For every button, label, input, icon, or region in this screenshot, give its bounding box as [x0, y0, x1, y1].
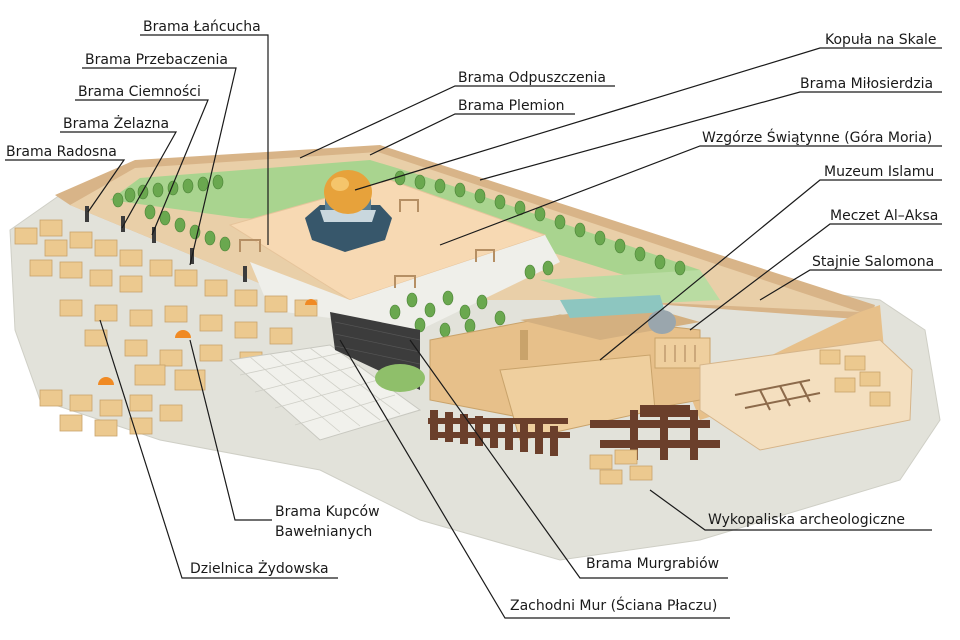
- leader-meczet: [689, 223, 942, 331]
- label-meczet-al-aksa: Meczet Al–Aksa: [830, 208, 938, 224]
- label-zachodni-mur: Zachodni Mur (Ściana Płaczu): [510, 596, 717, 614]
- label-stajnie-salomona: Stajnie Salomona: [812, 254, 934, 270]
- label-brama-zelazna: Brama Żelazna: [63, 114, 169, 132]
- leader-brama-ciemnosci: [75, 99, 209, 236]
- label-brama-plemion: Brama Plemion: [458, 98, 565, 114]
- label-brama-kupcow-line2: Bawełnianych: [275, 524, 372, 540]
- label-brama-ciemnosci: Brama Ciemności: [78, 84, 201, 100]
- leader-murgrabiow: [409, 339, 728, 579]
- leader-muzeum: [599, 179, 942, 361]
- excavation-blocks: [589, 449, 653, 485]
- leader-zachodni-mur: [339, 339, 730, 619]
- label-brama-odpuszczenia: Brama Odpuszczenia: [458, 70, 606, 86]
- leader-brama-radosna: [5, 159, 126, 213]
- labels: Brama Łańcucha Brama Przebaczenia Brama …: [6, 19, 938, 614]
- leader-brama-lancucha: [140, 34, 269, 245]
- leader-brama-plemion: [369, 113, 575, 156]
- label-kopula-na-skale: Kopuła na Skale: [825, 32, 937, 48]
- leader-stajnie: [759, 269, 942, 301]
- label-brama-lancucha: Brama Łańcucha: [143, 19, 261, 35]
- tree-row: [112, 170, 686, 338]
- jewish-quarter-blocks: [14, 219, 318, 437]
- leader-brama-przebaczenia: [82, 67, 237, 266]
- solomon-stables: [699, 339, 913, 451]
- leader-brama-milosierdzia: [479, 91, 942, 181]
- leader-wzgorze: [439, 145, 942, 246]
- quarter-domes: [98, 299, 317, 385]
- leader-brama-zelazna: [60, 131, 178, 229]
- label-wykopaliska: Wykopaliska archeologiczne: [708, 512, 905, 528]
- leader-dzielnica: [99, 319, 338, 579]
- green-mound: [375, 364, 425, 392]
- leader-wykopaliska: [649, 489, 932, 531]
- label-brama-milosierdzia: Brama Miłosierdzia: [800, 76, 933, 92]
- leader-lines: [5, 34, 942, 619]
- leader-brama-odpuszczenia: [299, 85, 615, 159]
- label-dzielnica-zydowska: Dzielnica Żydowska: [190, 559, 329, 577]
- western-wall-plaza: [228, 344, 422, 441]
- leader-kupcow: [189, 339, 272, 521]
- plaza-arcades: [239, 199, 495, 288]
- label-wzgorze-swiatynne: Wzgórze Świątynne (Góra Moria): [702, 128, 932, 146]
- dome-of-the-rock: [305, 170, 392, 252]
- leader-kopula: [354, 47, 942, 191]
- label-brama-kupcow-line1: Brama Kupców: [275, 504, 380, 520]
- label-muzeum-islamu: Muzeum Islamu: [824, 164, 934, 180]
- label-brama-przebaczenia: Brama Przebaczenia: [85, 52, 228, 68]
- label-brama-radosna: Brama Radosna: [6, 144, 117, 160]
- excavations: [428, 405, 720, 460]
- label-brama-murgrabiow: Brama Murgrabiów: [586, 556, 719, 572]
